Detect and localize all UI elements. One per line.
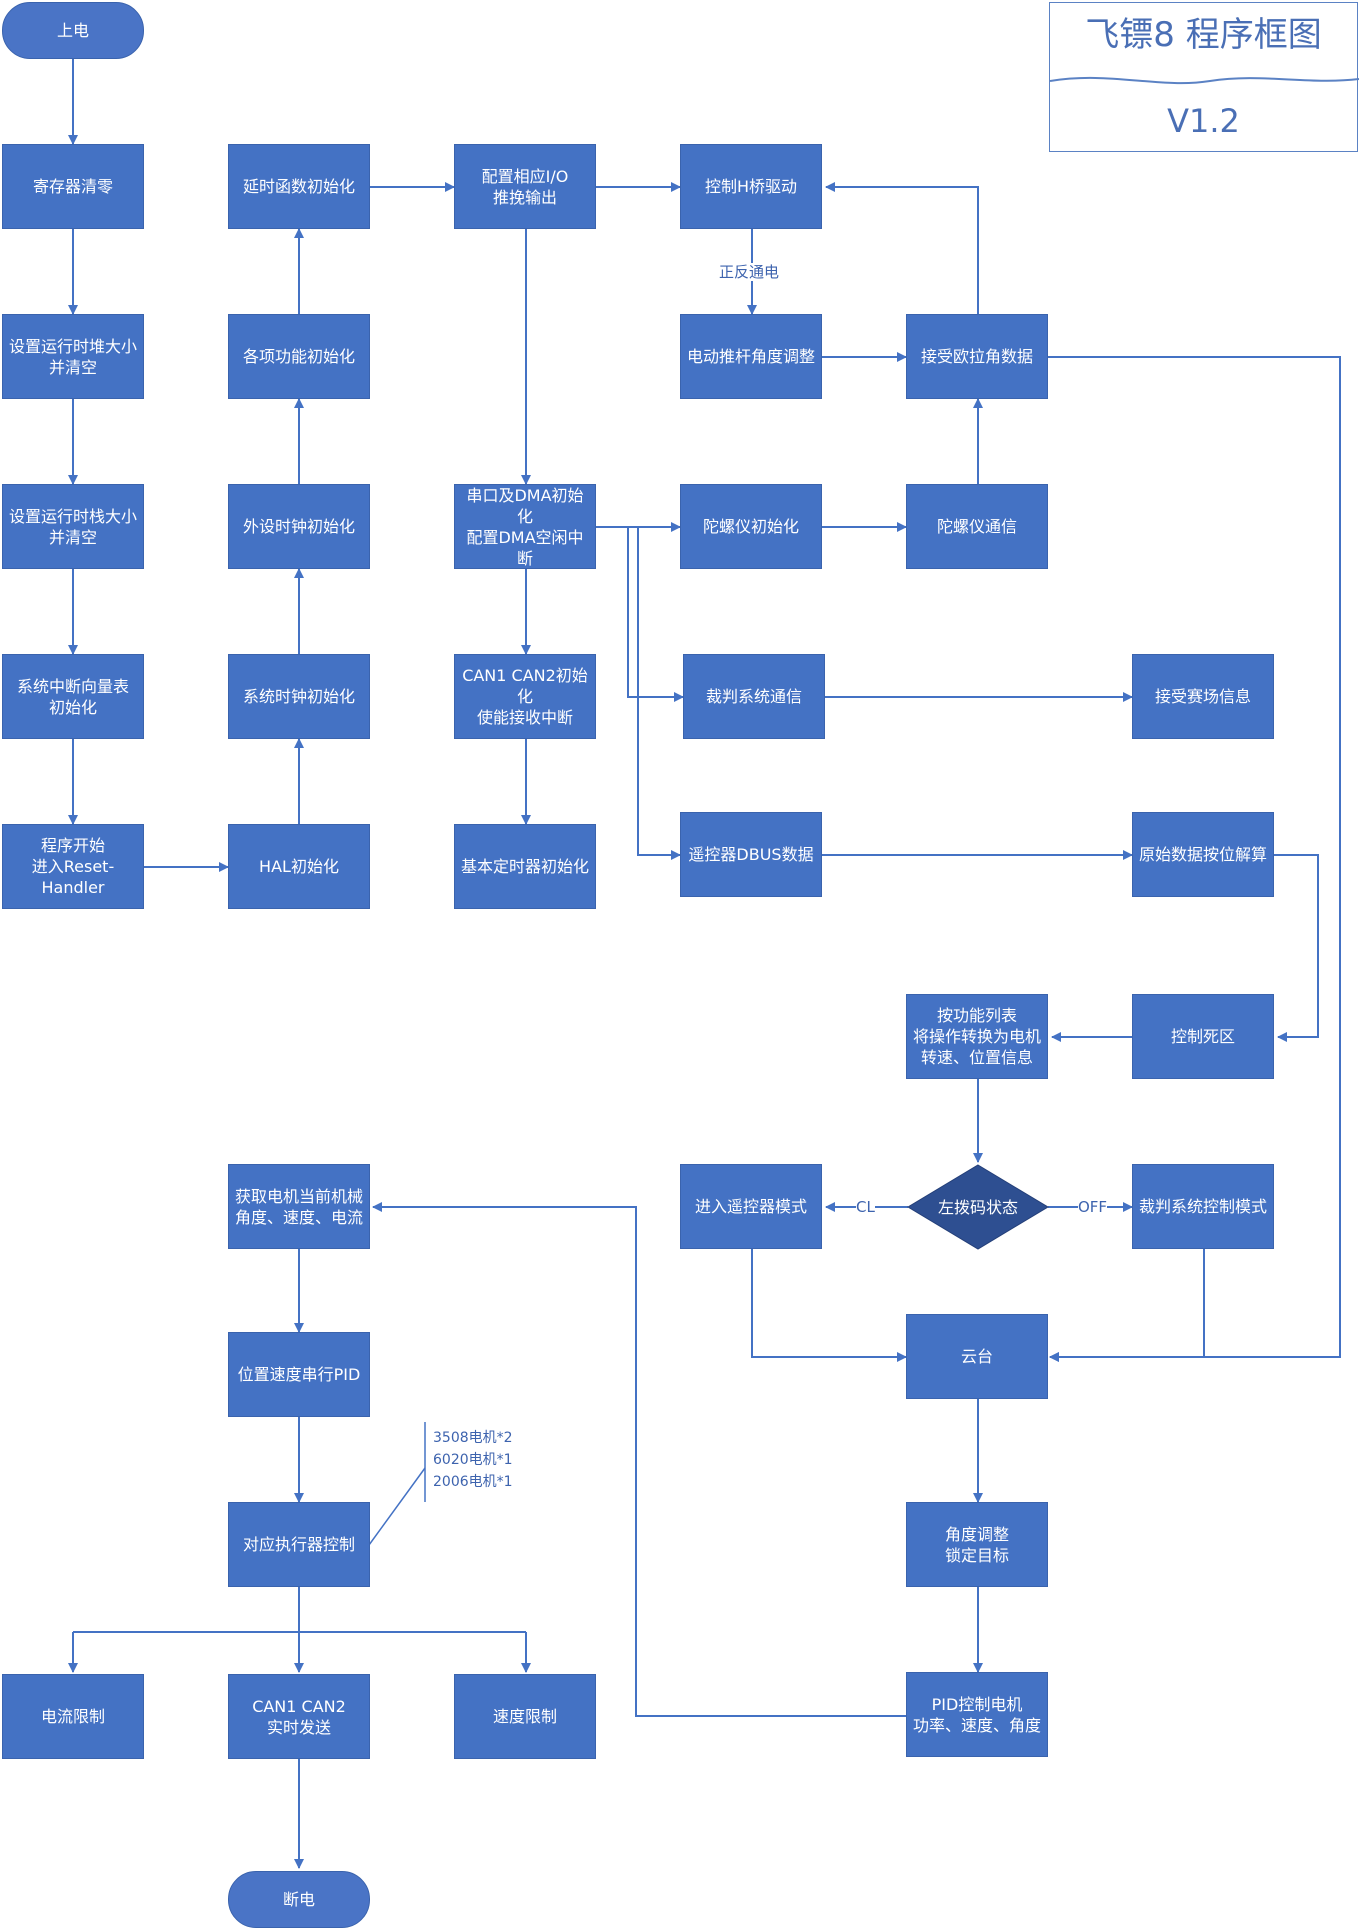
node-delay-init: 延时函数初始化 (228, 144, 370, 229)
node-can-init: CAN1 CAN2初始化 使能接收中断 (454, 654, 596, 739)
node-speed-limit: 速度限制 (454, 1674, 596, 1759)
node-gyro-init: 陀螺仪初始化 (680, 484, 822, 569)
node-hal-init: HAL初始化 (228, 824, 370, 909)
node-actuator-control: 对应执行器控制 (228, 1502, 370, 1587)
node-periph-clk-init: 外设时钟初始化 (228, 484, 370, 569)
diagram-title: 飞镖8 程序框图 (1085, 15, 1322, 55)
node-pid-motor: PID控制电机 功率、速度、角度 (906, 1672, 1048, 1757)
node-current-limit: 电流限制 (2, 1674, 144, 1759)
node-vector-table: 系统中断向量表 初始化 (2, 654, 144, 739)
node-pid-cascade: 位置速度串行PID (228, 1332, 370, 1417)
node-timer-init: 基本定时器初始化 (454, 824, 596, 909)
edge-raw-deadzone (1274, 854, 1319, 1042)
node-program-start: 程序开始 进入Reset-Handler (2, 824, 144, 909)
decision-diamond-shape (907, 1164, 1049, 1250)
motor-list-note: 3508电机*2 6020电机*1 2006电机*1 (433, 1430, 513, 1490)
node-hbridge-drive: 控制H桥驱动 (680, 144, 822, 229)
edge-uart-rcdbus (596, 526, 681, 860)
edge-refmode-gimbal (1049, 1249, 1205, 1362)
edge-euler-hbridge (825, 182, 979, 314)
node-rc-mode: 进入遥控器模式 (680, 1164, 822, 1249)
node-can-send: CAN1 CAN2 实时发送 (228, 1674, 370, 1759)
node-deadzone: 控制死区 (1132, 994, 1274, 1079)
node-referee-mode: 裁判系统控制模式 (1132, 1164, 1274, 1249)
edge-pid-getmotor (372, 1202, 906, 1717)
node-euler-data: 接受欧拉角数据 (906, 314, 1048, 399)
edge-rcmode-gimbal (751, 1249, 907, 1362)
edge-label-forward: 正反通电 (719, 263, 780, 281)
edge-label-off: OFF (1078, 1198, 1108, 1216)
title-box: 飞镖8 程序框图 V1.2 (1049, 2, 1359, 152)
edge-uart-referee (596, 526, 684, 702)
edge-label-cl: CL (856, 1198, 875, 1216)
node-raw-decode: 原始数据按位解算 (1132, 812, 1274, 897)
note-leader (368, 1467, 426, 1546)
node-gpio-config: 配置相应I/O 推挽输出 (454, 144, 596, 229)
node-func-init: 各项功能初始化 (228, 314, 370, 399)
node-function-map: 按功能列表 将操作转换为电机 转速、位置信息 (906, 994, 1048, 1079)
node-switch-state: 左拨码状态 (937, 1197, 1018, 1217)
node-power-on: 上电 (2, 2, 144, 59)
node-register-clear: 寄存器清零 (2, 144, 144, 229)
node-angle-adjust: 角度调整 锁定目标 (906, 1502, 1048, 1587)
node-sysclk-init: 系统时钟初始化 (228, 654, 370, 739)
node-set-stack: 设置运行时栈大小 并清空 (2, 484, 144, 569)
node-actuator-angle: 电动推杆角度调整 (680, 314, 822, 399)
node-get-motor-state: 获取电机当前机械 角度、速度、电流 (228, 1164, 370, 1249)
node-referee-comm: 裁判系统通信 (683, 654, 825, 739)
title-wave-divider (1050, 76, 1359, 85)
node-rc-dbus: 遥控器DBUS数据 (680, 812, 822, 897)
node-gimbal: 云台 (906, 1314, 1048, 1399)
diagram-version: V1.2 (1167, 102, 1240, 140)
node-field-info: 接受赛场信息 (1132, 654, 1274, 739)
node-set-heap: 设置运行时堆大小 并清空 (2, 314, 144, 399)
node-uart-dma-init: 串口及DMA初始化 配置DMA空闲中断 (454, 484, 596, 569)
node-power-off: 断电 (228, 1871, 370, 1928)
node-gyro-comm: 陀螺仪通信 (906, 484, 1048, 569)
